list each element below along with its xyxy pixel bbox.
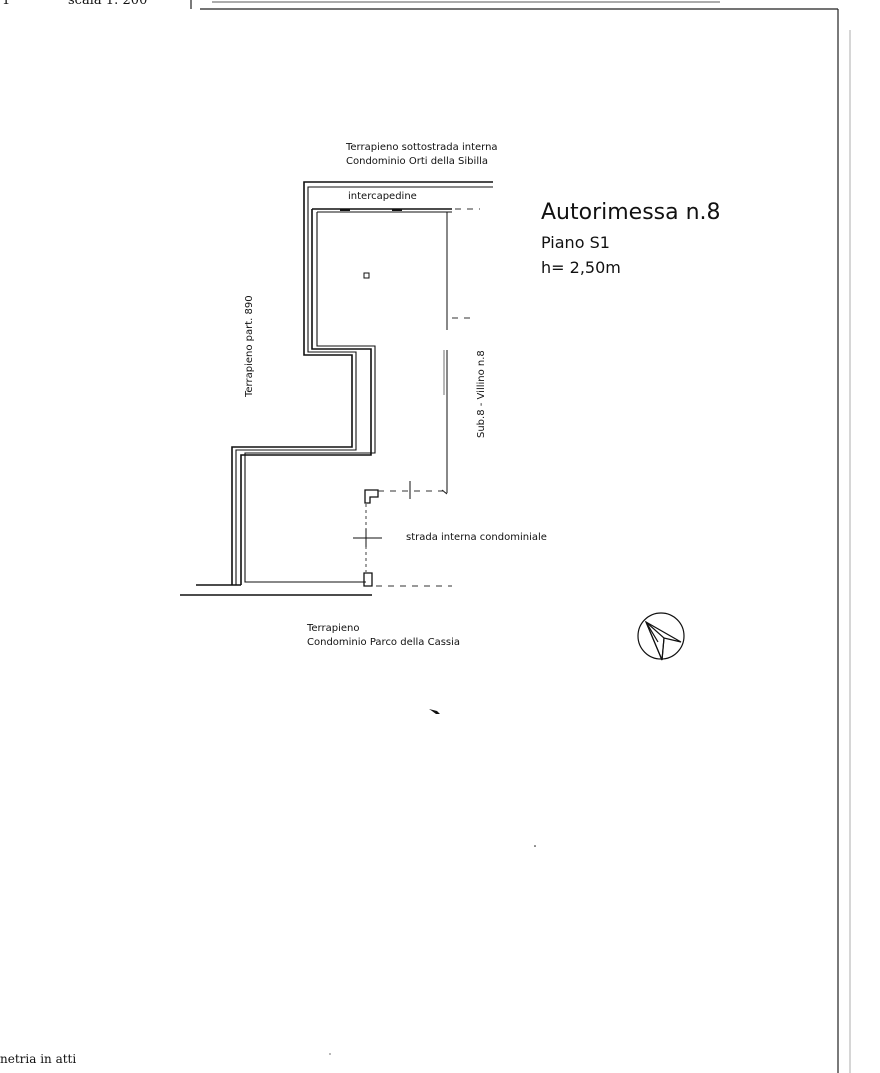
south-label-line2: Condominio Parco della Cassia <box>307 637 461 648</box>
unit-title: Autorimessa n.8 <box>541 200 721 225</box>
scale-label: scala 1: 200 <box>68 0 148 8</box>
floor-label: Piano S1 <box>541 233 610 252</box>
intercapedine-label: intercapedine <box>348 191 417 202</box>
dashed-lines <box>376 208 480 587</box>
north-label-line2: Condominio Orti della Sibilla <box>346 156 488 167</box>
east-label: Sub.8 - Villino n.8 <box>476 350 487 438</box>
stray-marks <box>329 709 536 1055</box>
height-label: h= 2,50m <box>541 258 621 277</box>
footer-fragment: netria in atti <box>0 1052 77 1066</box>
north-arrow-icon <box>637 612 685 661</box>
cut-markers <box>353 481 411 547</box>
sheet-frame <box>190 0 851 1073</box>
sheet-number: 1 <box>2 0 11 8</box>
north-label-line1: Terrapieno sottostrada interna <box>346 142 498 153</box>
road-label: strada interna condominiale <box>406 532 547 543</box>
west-label: Terrapieno part. 890 <box>244 295 255 397</box>
walls <box>180 181 493 596</box>
south-label-line1: Terrapieno <box>307 623 360 634</box>
